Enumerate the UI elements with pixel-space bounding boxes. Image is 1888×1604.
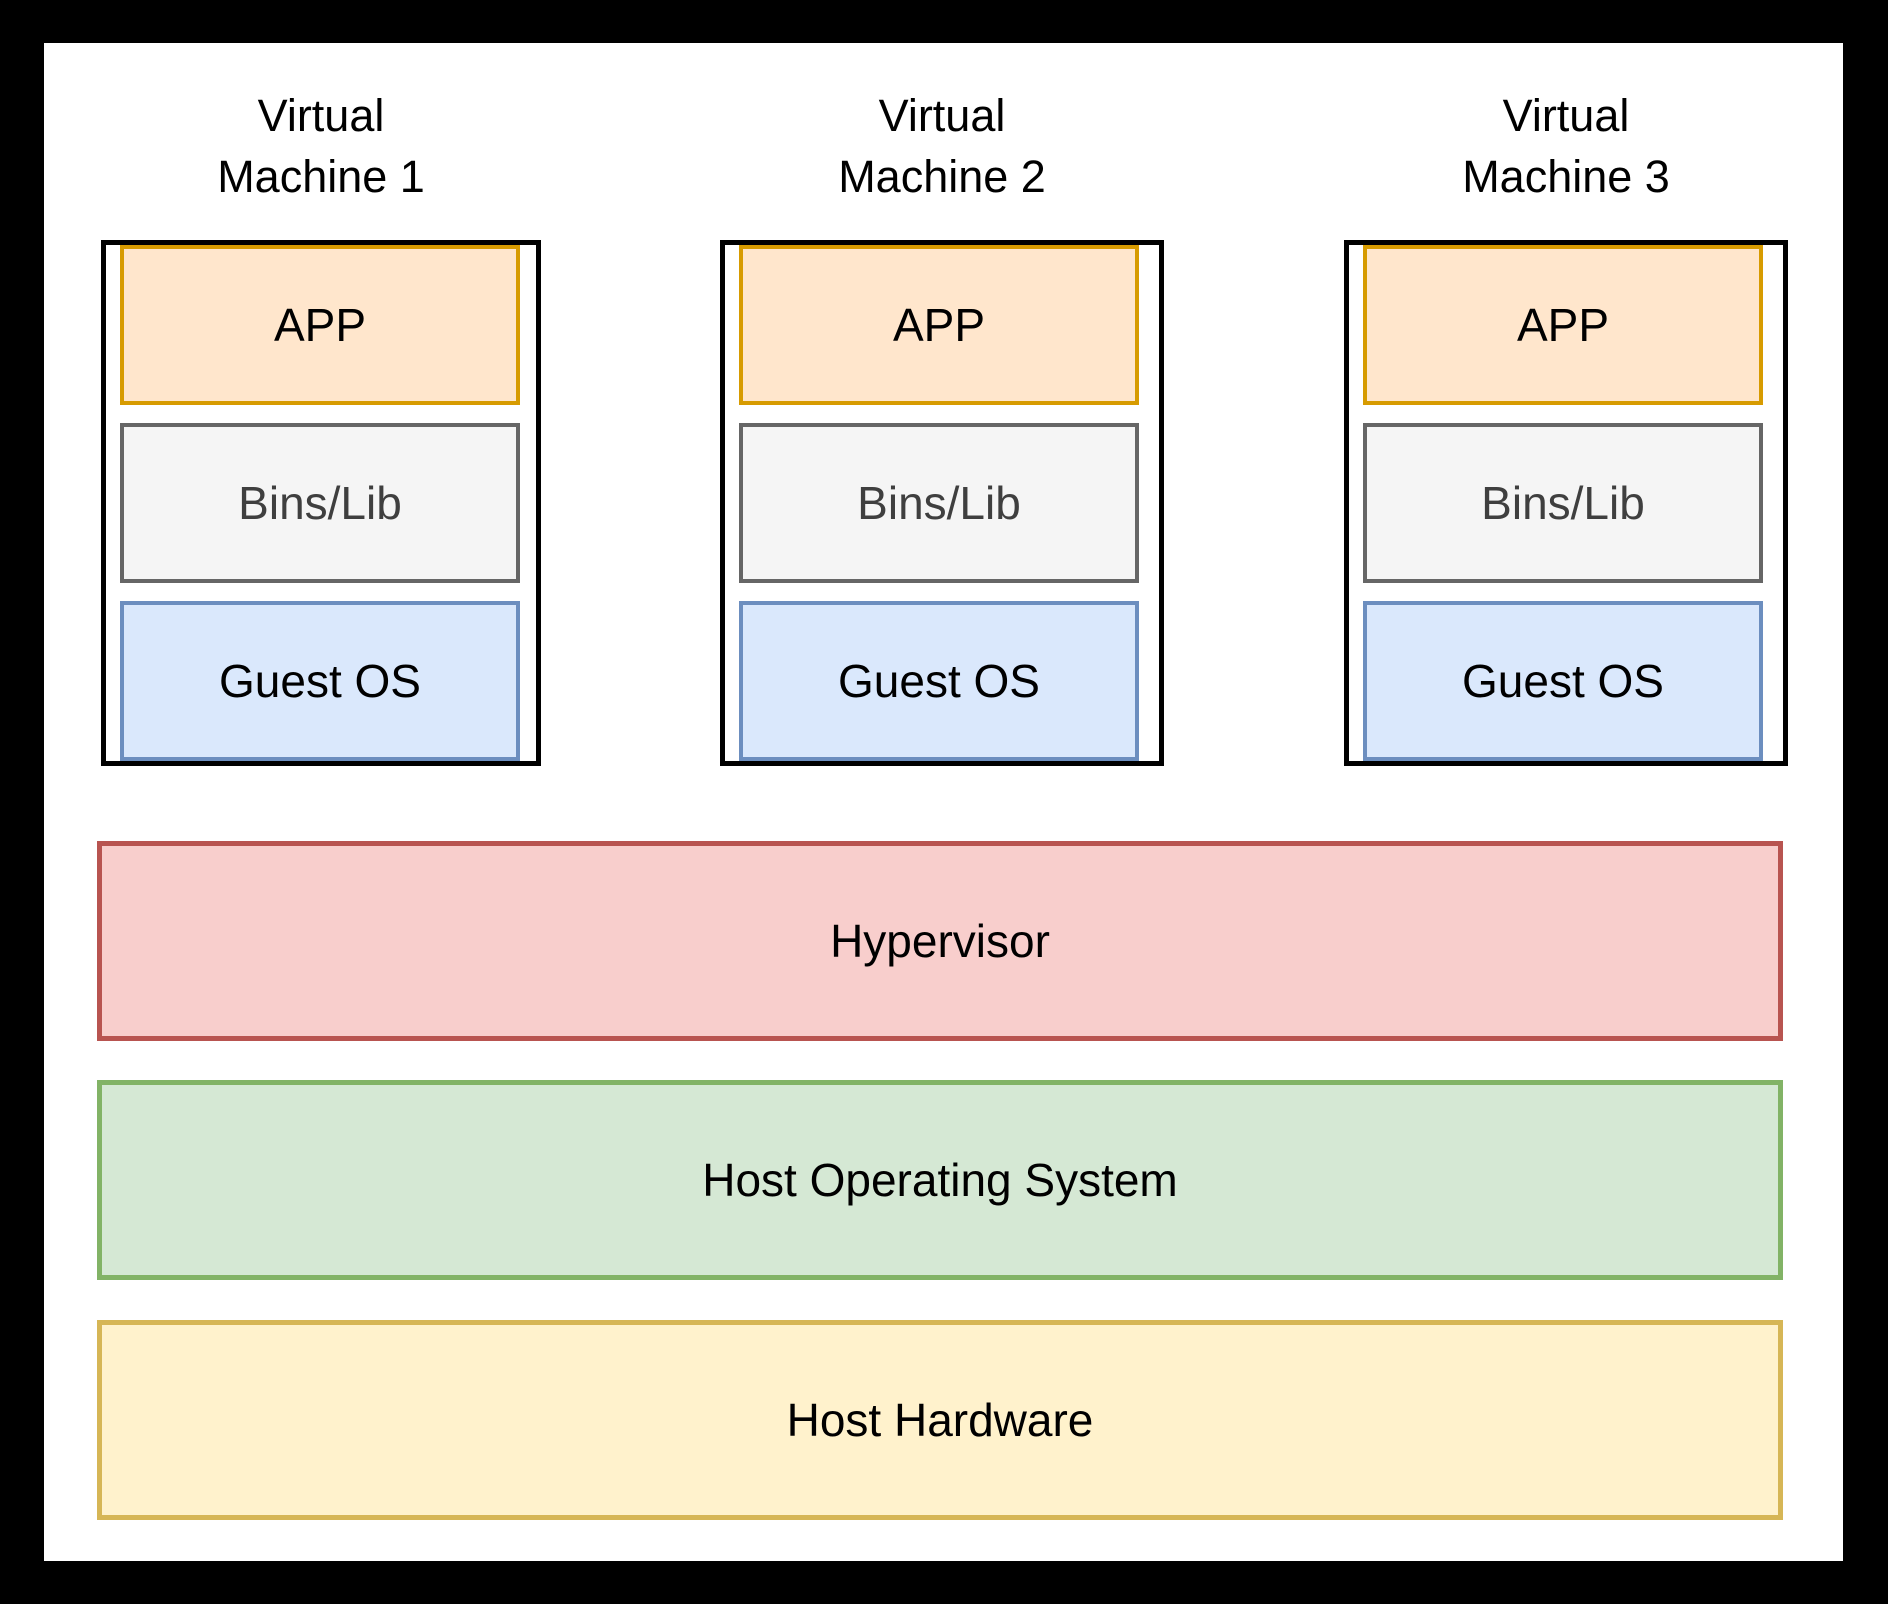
- vm2-title-line2: Machine 2: [838, 151, 1046, 202]
- host-hardware-label: Host Hardware: [786, 1394, 1094, 1446]
- vm3-title: Virtual Machine 3: [1344, 85, 1788, 207]
- host-operating-system-label: Host Operating System: [702, 1154, 1178, 1206]
- vm2-title: Virtual Machine 2: [720, 85, 1164, 207]
- vm3-bins-lib-box: Bins/Lib: [1363, 423, 1763, 583]
- vm2-guest-os-label: Guest OS: [838, 655, 1040, 707]
- vm3-bins-lib-label: Bins/Lib: [1481, 477, 1645, 529]
- vm3-guest-os-box: Guest OS: [1363, 601, 1763, 761]
- vm1-app-box: APP: [120, 245, 520, 405]
- vm2-bins-lib-box: Bins/Lib: [739, 423, 1139, 583]
- vm2-bins-lib-label: Bins/Lib: [857, 477, 1021, 529]
- vm1-title-line1: Virtual: [257, 90, 385, 141]
- vm3-title-line1: Virtual: [1502, 90, 1630, 141]
- vm3-frame: APP Bins/Lib Guest OS: [1344, 240, 1788, 766]
- vm3-title-line2: Machine 3: [1462, 151, 1670, 202]
- vm1-title-line2: Machine 1: [217, 151, 425, 202]
- vm1-guest-os-box: Guest OS: [120, 601, 520, 761]
- vm2-app-label: APP: [892, 299, 986, 351]
- host-operating-system-box: Host Operating System: [97, 1080, 1783, 1280]
- vm1-title: Virtual Machine 1: [101, 85, 541, 207]
- host-hardware-box: Host Hardware: [97, 1320, 1783, 1520]
- vm2-guest-os-box: Guest OS: [739, 601, 1139, 761]
- vm3-guest-os-label: Guest OS: [1462, 655, 1664, 707]
- vm1-bins-lib-label: Bins/Lib: [238, 477, 402, 529]
- diagram-page: Virtual Machine 1 APP Bins/Lib Guest OS …: [44, 43, 1843, 1561]
- vm1-app-label: APP: [273, 299, 367, 351]
- vm3-app-label: APP: [1516, 299, 1610, 351]
- vm1-guest-os-label: Guest OS: [219, 655, 421, 707]
- vm1-frame: APP Bins/Lib Guest OS: [101, 240, 541, 766]
- hypervisor-box: Hypervisor: [97, 841, 1783, 1041]
- vm2-frame: APP Bins/Lib Guest OS: [720, 240, 1164, 766]
- vm1-bins-lib-box: Bins/Lib: [120, 423, 520, 583]
- vm2-app-box: APP: [739, 245, 1139, 405]
- hypervisor-label: Hypervisor: [830, 915, 1050, 967]
- vm2-title-line1: Virtual: [878, 90, 1006, 141]
- vm3-app-box: APP: [1363, 245, 1763, 405]
